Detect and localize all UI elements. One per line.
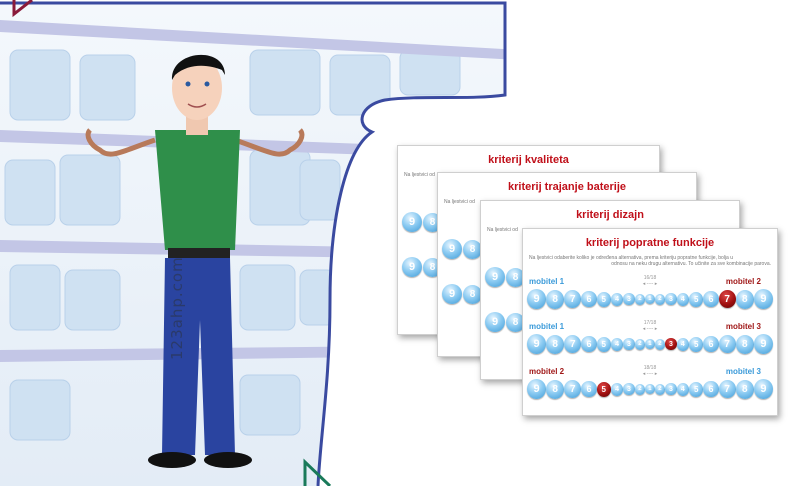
scale-ball-10[interactable]: 3 xyxy=(665,293,677,305)
scale-ball-16[interactable]: 9 xyxy=(753,289,773,309)
card-title: kriterij kvaliteta xyxy=(488,154,569,166)
scale-ball[interactable]: 9 xyxy=(442,239,462,259)
scale-ball-15[interactable]: 8 xyxy=(735,289,754,309)
scale-ball-0[interactable]: 9 xyxy=(527,289,547,309)
alternative-left-label: mobitel 1 xyxy=(529,277,565,286)
watermark-text: 123ahp.com xyxy=(168,256,186,360)
card-description: Na ljestvici od xyxy=(487,227,518,233)
scale-ball-11[interactable]: 4 xyxy=(676,382,690,396)
scale-ball[interactable]: 9 xyxy=(402,212,422,232)
card-description: Na ljestvici odaberite koliko je određen… xyxy=(523,249,777,267)
scale-ball-5[interactable]: 4 xyxy=(610,382,624,396)
scale-ball-14[interactable]: 7 xyxy=(718,290,736,308)
corner-mark-icon xyxy=(303,458,332,486)
man-illustration xyxy=(85,54,305,468)
scale-ball-3[interactable]: 6 xyxy=(581,336,597,352)
corner-mark-icon xyxy=(12,0,33,18)
alternative-left-label: mobitel 2 xyxy=(529,367,565,376)
scale-ball[interactable]: 9 xyxy=(485,312,505,332)
scale-ball-4[interactable]: 5 xyxy=(596,336,611,352)
scale-ball-11[interactable]: 4 xyxy=(676,337,690,351)
scale-ball-13[interactable]: 6 xyxy=(703,291,719,307)
scale-ball-15[interactable]: 8 xyxy=(735,334,754,354)
scale-ball-16[interactable]: 9 xyxy=(753,379,773,399)
scale-ball-8[interactable]: 1 xyxy=(645,339,655,349)
scale-ball-13[interactable]: 6 xyxy=(703,381,719,397)
card-description: Na ljestvici od xyxy=(404,172,435,178)
alternative-right-label: mobitel 3 xyxy=(725,367,761,376)
counter-text: 17/18 xyxy=(643,320,657,326)
scale-ball-9[interactable]: 2 xyxy=(654,338,666,350)
card-title: kriterij dizajn xyxy=(576,209,644,221)
scale-ball[interactable]: 8 xyxy=(506,267,525,287)
scale-ball-9[interactable]: 2 xyxy=(654,383,666,395)
scale-ball[interactable]: 8 xyxy=(463,239,482,259)
card-description: Na ljestvici od xyxy=(444,199,475,205)
scale-ball-12[interactable]: 5 xyxy=(689,291,704,307)
scale-ball-3[interactable]: 6 xyxy=(581,381,597,397)
scale-ball-14[interactable]: 7 xyxy=(718,380,736,398)
scale-ball-3[interactable]: 6 xyxy=(581,291,597,307)
pair-counter: 17/18◂ ---- ▸ xyxy=(642,320,658,332)
scale-ball-12[interactable]: 5 xyxy=(689,381,704,397)
scale-ball-6[interactable]: 3 xyxy=(623,293,635,305)
pair-counter: 16/18◂ ---- ▸ xyxy=(642,275,658,287)
scale-ball-15[interactable]: 8 xyxy=(735,379,754,399)
scale-ball-1[interactable]: 8 xyxy=(546,334,565,354)
scale-ball-2[interactable]: 7 xyxy=(564,335,582,353)
scale-ball[interactable]: 9 xyxy=(402,257,422,277)
alternative-right-label: mobitel 2 xyxy=(725,277,761,286)
scale-ball-2[interactable]: 7 xyxy=(564,290,582,308)
alternative-left-label: mobitel 1 xyxy=(529,322,565,331)
scale-ball[interactable]: 8 xyxy=(506,312,525,332)
scale-ball-0[interactable]: 9 xyxy=(527,334,547,354)
scale-ball-10[interactable]: 3 xyxy=(665,383,677,395)
counter-text: 16/18 xyxy=(643,275,657,281)
scale-ball-1[interactable]: 8 xyxy=(546,289,565,309)
scale-ball-13[interactable]: 6 xyxy=(703,336,719,352)
scale-ball-12[interactable]: 5 xyxy=(689,336,704,352)
scale-ball-4[interactable]: 5 xyxy=(596,381,611,397)
scale-ball[interactable]: 9 xyxy=(485,267,505,287)
scale-ball-5[interactable]: 4 xyxy=(610,337,624,351)
scale-ball[interactable]: 8 xyxy=(463,284,482,304)
scale-ball-9[interactable]: 2 xyxy=(654,293,666,305)
card-title: kriterij trajanje baterije xyxy=(508,181,626,193)
scale-ball-2[interactable]: 7 xyxy=(564,380,582,398)
desc-line: odnosu na neku drugu alternativu. To uči… xyxy=(611,261,771,267)
scale-ball-7[interactable]: 2 xyxy=(634,383,646,395)
thought-bubble-frame xyxy=(0,1,507,486)
scale-ball-7[interactable]: 2 xyxy=(634,338,646,350)
card-title: kriterij popratne funkcije xyxy=(585,237,715,249)
scale-ball-5[interactable]: 4 xyxy=(610,292,624,306)
alternative-right-label: mobitel 3 xyxy=(725,322,761,331)
counter-text: 18/18 xyxy=(643,365,657,371)
scale-ball-1[interactable]: 8 xyxy=(546,379,565,399)
scale-ball-11[interactable]: 4 xyxy=(676,292,690,306)
scale-ball-8[interactable]: 1 xyxy=(645,294,655,304)
scale-ball-16[interactable]: 9 xyxy=(753,334,773,354)
desc-line: Na ljestvici odaberite koliko je određen… xyxy=(529,255,733,261)
pair-counter: 18/18◂ ---- ▸ xyxy=(642,365,658,377)
criteria-card-features: kriterij popratne funkcije Na ljestvici … xyxy=(522,228,778,416)
scale-ball-6[interactable]: 3 xyxy=(623,383,635,395)
scale-ball-8[interactable]: 1 xyxy=(645,384,655,394)
scale-ball-10[interactable]: 3 xyxy=(665,338,677,350)
scale-ball-4[interactable]: 5 xyxy=(596,291,611,307)
scale-ball[interactable]: 9 xyxy=(442,284,462,304)
scale-ball-6[interactable]: 3 xyxy=(623,338,635,350)
scale-ball-0[interactable]: 9 xyxy=(527,379,547,399)
scale-ball-14[interactable]: 7 xyxy=(718,335,736,353)
scale-ball-7[interactable]: 2 xyxy=(634,293,646,305)
